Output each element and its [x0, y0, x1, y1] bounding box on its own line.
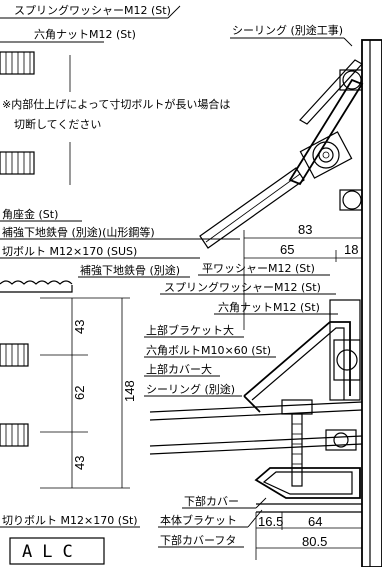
note-line-1: ※内部仕上げによって寸切ボルトが長い場合は — [2, 97, 230, 111]
label-stud-bolt-sus: 切ボルト M12×170 (SUS) — [2, 245, 137, 258]
lower-cover-assembly — [254, 467, 362, 513]
left-dimension-system — [40, 297, 130, 489]
dim-43-top: 43 — [72, 320, 87, 334]
label-square-washer: 角座金 (St) — [2, 207, 58, 221]
note-line-2: 切断してください — [14, 117, 101, 131]
wall-panel — [361, 39, 382, 567]
label-reinforce-angle: 補強下地鉄骨 (別途)(山形鋼等) — [2, 225, 155, 239]
dim-64: 64 — [308, 514, 322, 529]
dim-80-5: 80.5 — [302, 534, 327, 549]
label-spring-washer-top: スプリングワッシャーM12 (St) — [14, 3, 171, 17]
main-bracket-body — [149, 299, 363, 487]
lower-bolt-1 — [0, 343, 29, 367]
upper-bracket-assembly — [199, 59, 364, 249]
dim-18: 18 — [344, 242, 358, 257]
top-dimension-system — [243, 230, 362, 330]
label-reinforce-frame: 補強下地鉄骨 (別途) — [80, 263, 180, 277]
dim-65: 65 — [280, 242, 294, 257]
dim-62: 62 — [72, 386, 87, 400]
label-hex-bolt: 六角ボルトM10×60 (St) — [146, 344, 271, 357]
label-hex-nut-mid: 六角ナットM12 (St) — [218, 301, 320, 314]
dim-43-bottom: 43 — [72, 456, 87, 470]
label-alc: ALC — [22, 542, 83, 562]
dim-148: 148 — [122, 380, 137, 402]
leader-sealing-site-tail — [343, 37, 353, 47]
dim-83: 83 — [298, 222, 312, 237]
label-body-bracket: 本体ブラケット — [160, 513, 237, 527]
label-spring-washer-mid: スプリングワッシャーM12 (St) — [164, 280, 321, 294]
upper-stud-bolt — [0, 51, 35, 75]
middle-stud-bolt — [0, 151, 35, 175]
label-flat-washer: 平ワッシャーM12 (St) — [202, 262, 315, 275]
leader-body-bracket-tail — [247, 509, 263, 528]
reinforcing-frame-band — [0, 280, 73, 293]
label-upper-cover: 上部カバー大 — [146, 362, 212, 376]
label-lower-cover: 下部カバー — [184, 494, 239, 508]
bottom-dimension-system — [255, 512, 363, 560]
label-sealing: シーリング (別途) — [146, 382, 235, 396]
leader-lower-cover-tail — [255, 497, 267, 509]
alc-box — [9, 537, 105, 565]
label-hex-nut-top: 六角ナットM12 (St) — [34, 28, 136, 41]
label-lower-cover-lid: 下部カバーフタ — [160, 533, 236, 547]
label-upper-bracket: 上部ブラケット大 — [146, 323, 234, 337]
lower-bolt-2 — [0, 423, 29, 447]
label-sealing-site: シーリング (別途工事) — [232, 23, 343, 37]
leader-spring-washer-top-tail — [167, 5, 181, 19]
dim-16-5: 16.5 — [258, 514, 283, 529]
label-stud-bolt-st: 切りボルト M12×170 (St) — [2, 514, 138, 527]
